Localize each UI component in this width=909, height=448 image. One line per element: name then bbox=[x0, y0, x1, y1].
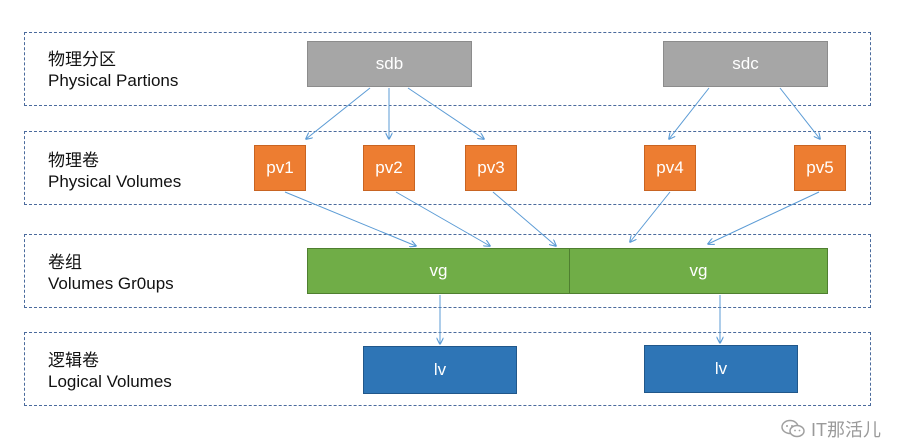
wechat-icon bbox=[781, 419, 805, 439]
pv-3: pv3 bbox=[465, 145, 517, 191]
label-zh: 物理分区 bbox=[48, 50, 116, 69]
label-en: Volumes Gr0ups bbox=[48, 274, 174, 293]
pv-4: pv4 bbox=[644, 145, 696, 191]
label-en: Physical Partions bbox=[48, 71, 179, 90]
pv-5: pv5 bbox=[794, 145, 846, 191]
label-logical-volumes: 逻辑卷 Logical Volumes bbox=[48, 350, 172, 392]
lv-left: lv bbox=[363, 346, 517, 394]
vg-left: vg bbox=[307, 248, 570, 294]
pv-2: pv2 bbox=[363, 145, 415, 191]
label-physical-partitions: 物理分区 Physical Partions bbox=[48, 49, 178, 91]
lv-right: lv bbox=[644, 345, 798, 393]
label-zh: 卷组 bbox=[48, 253, 82, 272]
label-physical-volumes: 物理卷 Physical Volumes bbox=[48, 150, 181, 192]
label-volume-groups: 卷组 Volumes Gr0ups bbox=[48, 252, 174, 294]
label-en: Logical Volumes bbox=[48, 372, 172, 391]
pv-1: pv1 bbox=[254, 145, 306, 191]
vg-right: vg bbox=[569, 248, 828, 294]
disk-sdc: sdc bbox=[663, 41, 828, 87]
watermark-text: IT那活儿 bbox=[811, 420, 881, 440]
watermark: IT那活儿 bbox=[781, 416, 881, 442]
label-en: Physical Volumes bbox=[48, 172, 182, 191]
disk-sdb: sdb bbox=[307, 41, 472, 87]
layer-logical-volumes bbox=[24, 332, 871, 406]
label-zh: 逻辑卷 bbox=[48, 351, 99, 370]
label-zh: 物理卷 bbox=[48, 151, 99, 170]
